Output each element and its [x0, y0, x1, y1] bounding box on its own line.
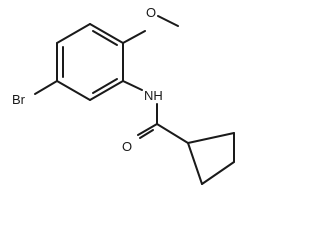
benzene-ring	[56, 23, 124, 101]
methoxy-bond	[122, 30, 146, 44]
methoxy-oxygen-label: O	[146, 5, 156, 20]
ring-double-bond	[92, 78, 118, 94]
aryl-nitrogen-bond	[122, 80, 143, 91]
cyclobutane-bond	[201, 161, 235, 185]
bromine-label: Br	[12, 92, 26, 107]
bromine-bond	[34, 80, 58, 95]
ring-bond	[56, 23, 91, 44]
cyclobutane-ring	[187, 132, 235, 185]
chemical-structure-diagram: O Br NH O	[12, 5, 235, 185]
ring-bond	[89, 80, 124, 101]
ring-bond	[89, 23, 124, 44]
carbonyl-cyclobutyl-bond	[156, 123, 189, 144]
carbonyl-double-bond	[139, 129, 154, 139]
cyclobutane-bond	[187, 142, 203, 185]
cyclobutane-bond	[187, 132, 235, 144]
ring-double-bond	[92, 30, 118, 46]
carbonyl-double-bond	[137, 123, 158, 136]
carbonyl-oxygen-label: O	[122, 139, 132, 154]
amide-nitrogen-label: NH	[144, 88, 163, 103]
ring-bond	[56, 80, 91, 101]
methyl-bond	[157, 15, 179, 27]
